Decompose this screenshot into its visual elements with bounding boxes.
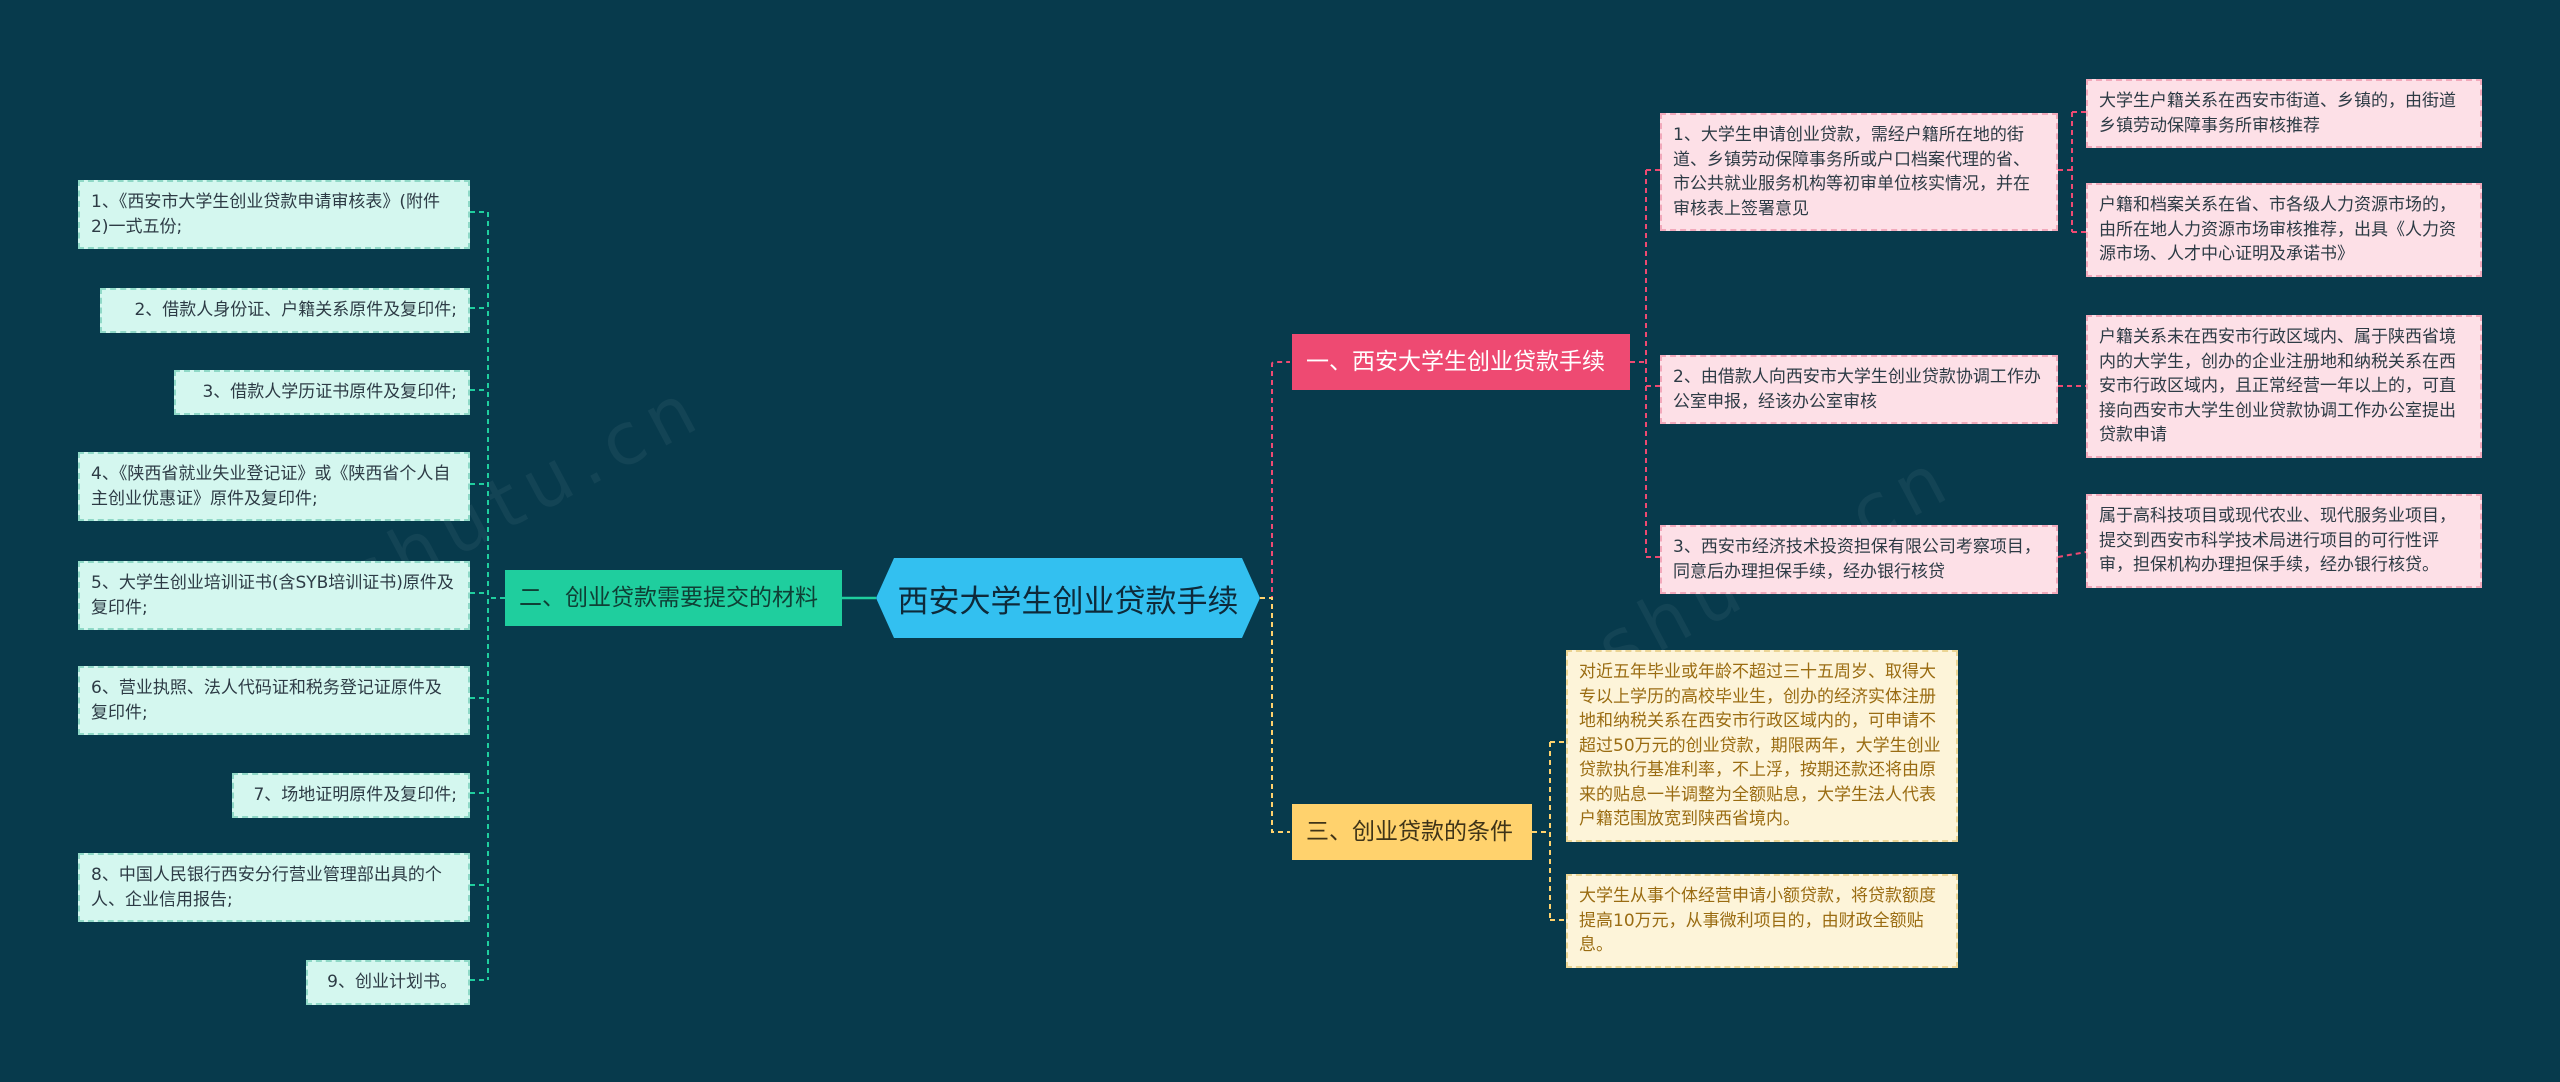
condition-item-1[interactable]: 对近五年毕业或年龄不超过三十五周岁、取得大专以上学历的高校毕业生，创办的经济实体… xyxy=(1566,650,1958,842)
connector-b1-items xyxy=(1630,169,1660,558)
connector-item3-detail xyxy=(2057,551,2087,558)
procedure-detail-2[interactable]: 户籍和档案关系在省、市各级人力资源市场的，由所在地人力资源市场审核推荐，出具《人… xyxy=(2086,183,2482,277)
branch-loan-conditions[interactable]: 三、创业贷款的条件 xyxy=(1292,804,1532,860)
connector-b2-items xyxy=(470,211,505,981)
connector-item1-details xyxy=(2058,111,2086,233)
central-topic[interactable]: 西安大学生创业贷款手续 xyxy=(876,558,1260,638)
procedure-step-2[interactable]: 2、由借款人向西安市大学生创业贷款协调工作办公室申报，经该办公室审核 xyxy=(1660,355,2058,424)
procedure-detail-3[interactable]: 户籍关系未在西安市行政区域内、属于陕西省境内的大学生，创办的企业注册地和纳税关系… xyxy=(2086,315,2482,458)
procedure-step-1[interactable]: 1、大学生申请创业贷款，需经户籍所在地的街道、乡镇劳动保障事务所或户口档案代理的… xyxy=(1660,113,2058,231)
material-item-5[interactable]: 5、大学生创业培训证书(含SYB培训证书)原件及复印件; xyxy=(78,561,470,630)
material-item-4[interactable]: 4、《陕西省就业失业登记证》或《陕西省个人自主创业优惠证》原件及复印件; xyxy=(78,452,470,521)
procedure-detail-1[interactable]: 大学生户籍关系在西安市街道、乡镇的，由街道乡镇劳动保障事务所审核推荐 xyxy=(2086,79,2482,148)
branch-required-materials[interactable]: 二、创业贷款需要提交的材料 xyxy=(505,570,842,626)
branch-loan-procedure[interactable]: 一、西安大学生创业贷款手续 xyxy=(1292,334,1630,390)
material-item-8[interactable]: 8、中国人民银行西安分行营业管理部出具的个人、企业信用报告; xyxy=(78,853,470,922)
connector-b3-items xyxy=(1532,741,1566,921)
material-item-6[interactable]: 6、营业执照、法人代码证和税务登记证原件及复印件; xyxy=(78,666,470,735)
material-item-2[interactable]: 2、借款人身份证、户籍关系原件及复印件; xyxy=(100,288,470,333)
connector-center-b1 xyxy=(1260,361,1290,599)
material-item-9[interactable]: 9、创业计划书。 xyxy=(306,960,470,1005)
procedure-step-3[interactable]: 3、西安市经济技术投资担保有限公司考察项目，同意后办理担保手续，经办银行核贷 xyxy=(1660,525,2058,594)
procedure-detail-4[interactable]: 属于高科技项目或现代农业、现代服务业项目，提交到西安市科学技术局进行项目的可行性… xyxy=(2086,494,2482,588)
condition-item-2[interactable]: 大学生从事个体经营申请小额贷款，将贷款额度提高10万元，从事微利项目的，由财政全… xyxy=(1566,874,1958,968)
material-item-7[interactable]: 7、场地证明原件及复印件; xyxy=(232,773,470,818)
material-item-3[interactable]: 3、借款人学历证书原件及复印件; xyxy=(174,370,470,415)
material-item-1[interactable]: 1、《西安市大学生创业贷款申请审核表》(附件2)一式五份; xyxy=(78,180,470,249)
connector-center-b3 xyxy=(1260,597,1290,833)
